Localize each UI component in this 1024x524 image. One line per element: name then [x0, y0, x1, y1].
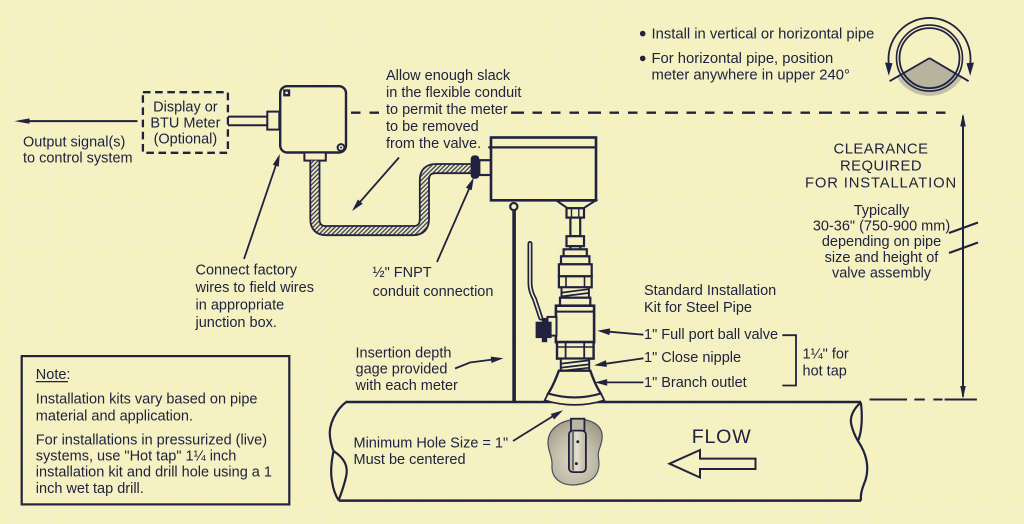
svg-text:Output signal(s): Output signal(s) — [23, 135, 125, 151]
svg-text:½" FNPT: ½" FNPT — [373, 265, 432, 281]
svg-text:conduit connection: conduit connection — [373, 284, 494, 300]
svg-text:1" Close nipple: 1" Close nipple — [644, 350, 741, 366]
svg-text:Note:: Note: — [36, 367, 71, 383]
svg-text:valve assembly: valve assembly — [832, 265, 932, 281]
svg-text:CLEARANCE: CLEARANCE — [834, 141, 929, 157]
svg-text:FOR INSTALLATION: FOR INSTALLATION — [805, 175, 957, 191]
svg-text:REQUIRED: REQUIRED — [840, 158, 922, 174]
svg-text:Must be centered: Must be centered — [354, 452, 466, 468]
svg-text:installation kit and drill hol: installation kit and drill hole using a … — [36, 465, 272, 481]
svg-text:to permit the meter: to permit the meter — [386, 102, 508, 118]
svg-text:(Optional): (Optional) — [154, 131, 218, 147]
svg-text:systems, use "Hot tap" 1¼ inch: systems, use "Hot tap" 1¼ inch — [36, 449, 237, 465]
svg-text:Allow enough slack: Allow enough slack — [386, 68, 511, 84]
svg-text:1" Branch outlet: 1" Branch outlet — [644, 375, 747, 391]
svg-text:30-36" (750-900 mm): 30-36" (750-900 mm) — [813, 219, 950, 235]
svg-text:wires to field wires: wires to field wires — [195, 280, 314, 296]
svg-text:FLOW: FLOW — [692, 426, 752, 448]
svg-text:inch wet tap drill.: inch wet tap drill. — [36, 481, 144, 497]
svg-text:to be removed: to be removed — [386, 119, 479, 135]
svg-text:in appropriate: in appropriate — [196, 298, 285, 314]
svg-text:hot tap: hot tap — [803, 364, 847, 380]
svg-text:material and application.: material and application. — [36, 408, 193, 424]
svg-text:For installations in pressuriz: For installations in pressurized (live) — [36, 433, 267, 449]
svg-text:BTU Meter: BTU Meter — [150, 115, 220, 131]
svg-text:from the valve.: from the valve. — [386, 136, 481, 152]
svg-text:junction box.: junction box. — [195, 315, 277, 331]
svg-text:Minimum Hole Size = 1": Minimum Hole Size = 1" — [354, 436, 509, 452]
svg-text:Kit for Steel Pipe: Kit for Steel Pipe — [644, 300, 752, 316]
svg-text:gage provided: gage provided — [356, 362, 448, 378]
svg-text:Insertion depth: Insertion depth — [356, 345, 452, 361]
svg-text:Connect factory: Connect factory — [196, 263, 298, 279]
svg-text:Install in vertical or horizon: Install in vertical or horizontal pipe — [652, 26, 875, 42]
svg-text:Standard Installation: Standard Installation — [644, 283, 776, 299]
svg-text:meter anywhere in upper 240°: meter anywhere in upper 240° — [652, 67, 850, 83]
svg-text:Typically: Typically — [854, 203, 910, 219]
svg-text:For horizontal pipe, position: For horizontal pipe, position — [652, 51, 834, 67]
svg-text:1" Full port ball valve: 1" Full port ball valve — [644, 327, 778, 343]
svg-text:Display or: Display or — [153, 100, 218, 116]
svg-text:Installation kits vary based o: Installation kits vary based on pipe — [36, 392, 258, 408]
svg-text:1¼" for: 1¼" for — [803, 347, 849, 363]
svg-text:size and height of: size and height of — [825, 250, 940, 266]
svg-text:with each meter: with each meter — [355, 378, 459, 394]
svg-text:in the flexible conduit: in the flexible conduit — [386, 85, 521, 101]
svg-text:depending on pipe: depending on pipe — [822, 234, 941, 250]
svg-text:to control system: to control system — [23, 151, 133, 167]
